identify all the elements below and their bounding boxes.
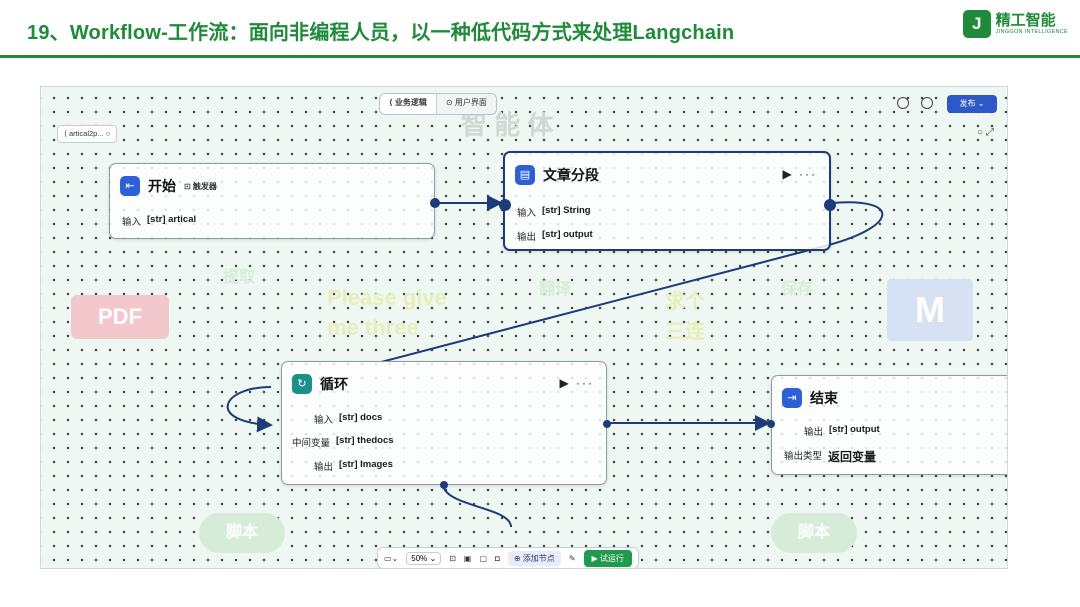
- workflow-canvas[interactable]: 智 能 体 PDF 提取 Please give me three 翻译 求个 …: [40, 86, 1008, 569]
- fit-view-icon[interactable]: ⊡: [449, 553, 456, 563]
- node-loop[interactable]: ↻ 循环 ▶ ··· 输入 [str] docs 中间变量 [str] thed…: [281, 361, 611, 489]
- node-end-in-port[interactable]: [767, 420, 775, 428]
- tab-user-interface[interactable]: ⊙ 用户界面: [445, 98, 487, 107]
- bottom-toolbar: ▭⌄ 50% ⌄ ⊡ ▣ ▢ ◘ ⊕ 添加节点 ✎ ▶ 试运行: [377, 547, 639, 568]
- ghost-m: M: [887, 279, 973, 341]
- ghost-script-left: 脚本: [199, 513, 285, 553]
- document-icon: ▤: [515, 165, 535, 185]
- row-value: [str] output: [542, 229, 593, 240]
- layout-icon[interactable]: ▣: [463, 553, 472, 563]
- comment-icon[interactable]: ▢: [479, 553, 488, 563]
- node-article-split[interactable]: ▤ 文章分段 ▶ ··· 输入 [str] String 输出 [str] ou…: [499, 151, 836, 251]
- row-key: 输出类型: [784, 451, 823, 462]
- row-value: 返回变量: [828, 450, 877, 464]
- brand-name: 精工智能: [995, 12, 1056, 29]
- ghost-please: Please give: [327, 285, 447, 310]
- ghost-extract: 提取: [223, 269, 256, 286]
- node-start-out-port[interactable]: [430, 198, 440, 208]
- add-node-button[interactable]: ⊕ 添加节点: [507, 550, 561, 566]
- node-split-header: ▤ 文章分段: [515, 165, 599, 185]
- ghost-save: 保存: [781, 281, 814, 298]
- node-end-type-row: 输出类型 返回变量: [784, 448, 876, 465]
- history-icon[interactable]: [897, 97, 909, 109]
- ghost-pdf: PDF: [71, 295, 169, 339]
- title-divider: [0, 55, 1080, 58]
- node-start-input-row: 输入 [str] artical: [122, 214, 196, 228]
- ghost-agent: 智 能 体: [461, 110, 554, 140]
- row-key: 输入: [122, 217, 142, 228]
- row-key: 中间变量: [292, 438, 331, 449]
- row-value: [str] String: [542, 205, 591, 216]
- node-loop-input-row: 输入 [str] docs: [314, 412, 382, 426]
- node-loop-actions[interactable]: ▶ ···: [559, 376, 594, 390]
- node-loop-bottom-port[interactable]: [440, 481, 448, 489]
- ghost-three: me three: [327, 315, 419, 340]
- row-key: 输入: [517, 208, 537, 219]
- node-start-trigger: ⊡ 触发器: [184, 181, 217, 191]
- settings-icon[interactable]: [921, 97, 933, 109]
- node-split-out-port[interactable]: [824, 199, 836, 211]
- debug-icon[interactable]: ✎: [568, 553, 576, 563]
- node-split-actions[interactable]: ▶ ···: [782, 167, 817, 181]
- node-start[interactable]: ⇤ 开始 ⊡ 触发器 输入 [str] artical: [109, 163, 440, 239]
- node-end[interactable]: ⇥ 结束 输出 [str] output 输出类型 返回变量: [767, 375, 1007, 475]
- node-split-title: 文章分段: [543, 167, 599, 183]
- brand-text: 精工智能 JINGGON INTELLIGENCE: [995, 12, 1068, 36]
- row-value: [str] artical: [147, 214, 197, 225]
- node-end-header: ⇥ 结束: [782, 388, 838, 408]
- node-split-output-row: 输出 [str] output: [517, 229, 593, 243]
- brand-mark: J: [962, 10, 991, 38]
- node-start-title: 开始: [148, 178, 176, 194]
- edges: [226, 195, 884, 528]
- node-loop-title: 循环: [320, 376, 348, 392]
- loop-icon: ↻: [292, 374, 312, 394]
- node-loop-header: ↻ 循环: [292, 374, 348, 394]
- row-value: [str] output: [829, 424, 880, 435]
- ghost-translate: 翻译: [539, 281, 572, 298]
- ghost-findone: 求个: [665, 291, 705, 313]
- node-loop-out-port[interactable]: [603, 420, 611, 428]
- node-loop-var-row: 中间变量 [str] thedocs: [292, 435, 394, 449]
- row-key: 输出: [804, 427, 824, 438]
- minimap-icon[interactable]: ▭⌄: [384, 553, 399, 563]
- ghost-script-right: 脚本: [771, 513, 857, 553]
- fullscreen-icon[interactable]: ○ ⤢: [977, 127, 994, 138]
- end-icon: ⇥: [782, 388, 802, 408]
- slide-title: 19、Workflow-工作流：面向非编程人员，以一种低代码方式来处理Langc…: [27, 22, 735, 44]
- node-split-input-row: 输入 [str] String: [517, 205, 591, 219]
- row-key: 输出: [517, 232, 537, 243]
- start-icon: ⇤: [120, 176, 140, 196]
- test-run-button[interactable]: ▶ 试运行: [583, 549, 632, 567]
- row-key: 输出: [314, 462, 334, 473]
- row-value: [str] Images: [339, 459, 393, 470]
- row-value: [str] docs: [339, 412, 383, 423]
- zoom-select[interactable]: 50% ⌄: [406, 551, 442, 565]
- brand-sub: JINGGON INTELLIGENCE: [995, 29, 1068, 35]
- node-loop-output-row: 输出 [str] Images: [314, 459, 393, 473]
- brand-logo: J 精工智能 JINGGON INTELLIGENCE: [962, 10, 1068, 38]
- node-end-output-row: 输出 [str] output: [804, 424, 880, 438]
- canvas-topbar: ⟨ 业务逻辑 ⊙ 用户界面 发布 ⌄: [41, 87, 1007, 117]
- workflow-tab[interactable]: ⟨ artical2p... ○: [57, 125, 118, 143]
- publish-button[interactable]: 发布 ⌄: [947, 95, 997, 113]
- row-key: 输入: [314, 415, 334, 426]
- chat-icon[interactable]: ◘: [495, 553, 500, 563]
- row-value: [str] thedocs: [336, 435, 394, 446]
- tab-business-logic[interactable]: ⟨ 业务逻辑: [380, 94, 437, 114]
- node-start-header: ⇤ 开始 ⊡ 触发器: [120, 176, 217, 196]
- ghost-sanlian: 三连: [665, 321, 705, 343]
- view-switcher: ⟨ 业务逻辑 ⊙ 用户界面: [379, 93, 497, 115]
- node-split-in-port[interactable]: [499, 199, 511, 211]
- node-end-title: 结束: [810, 390, 838, 406]
